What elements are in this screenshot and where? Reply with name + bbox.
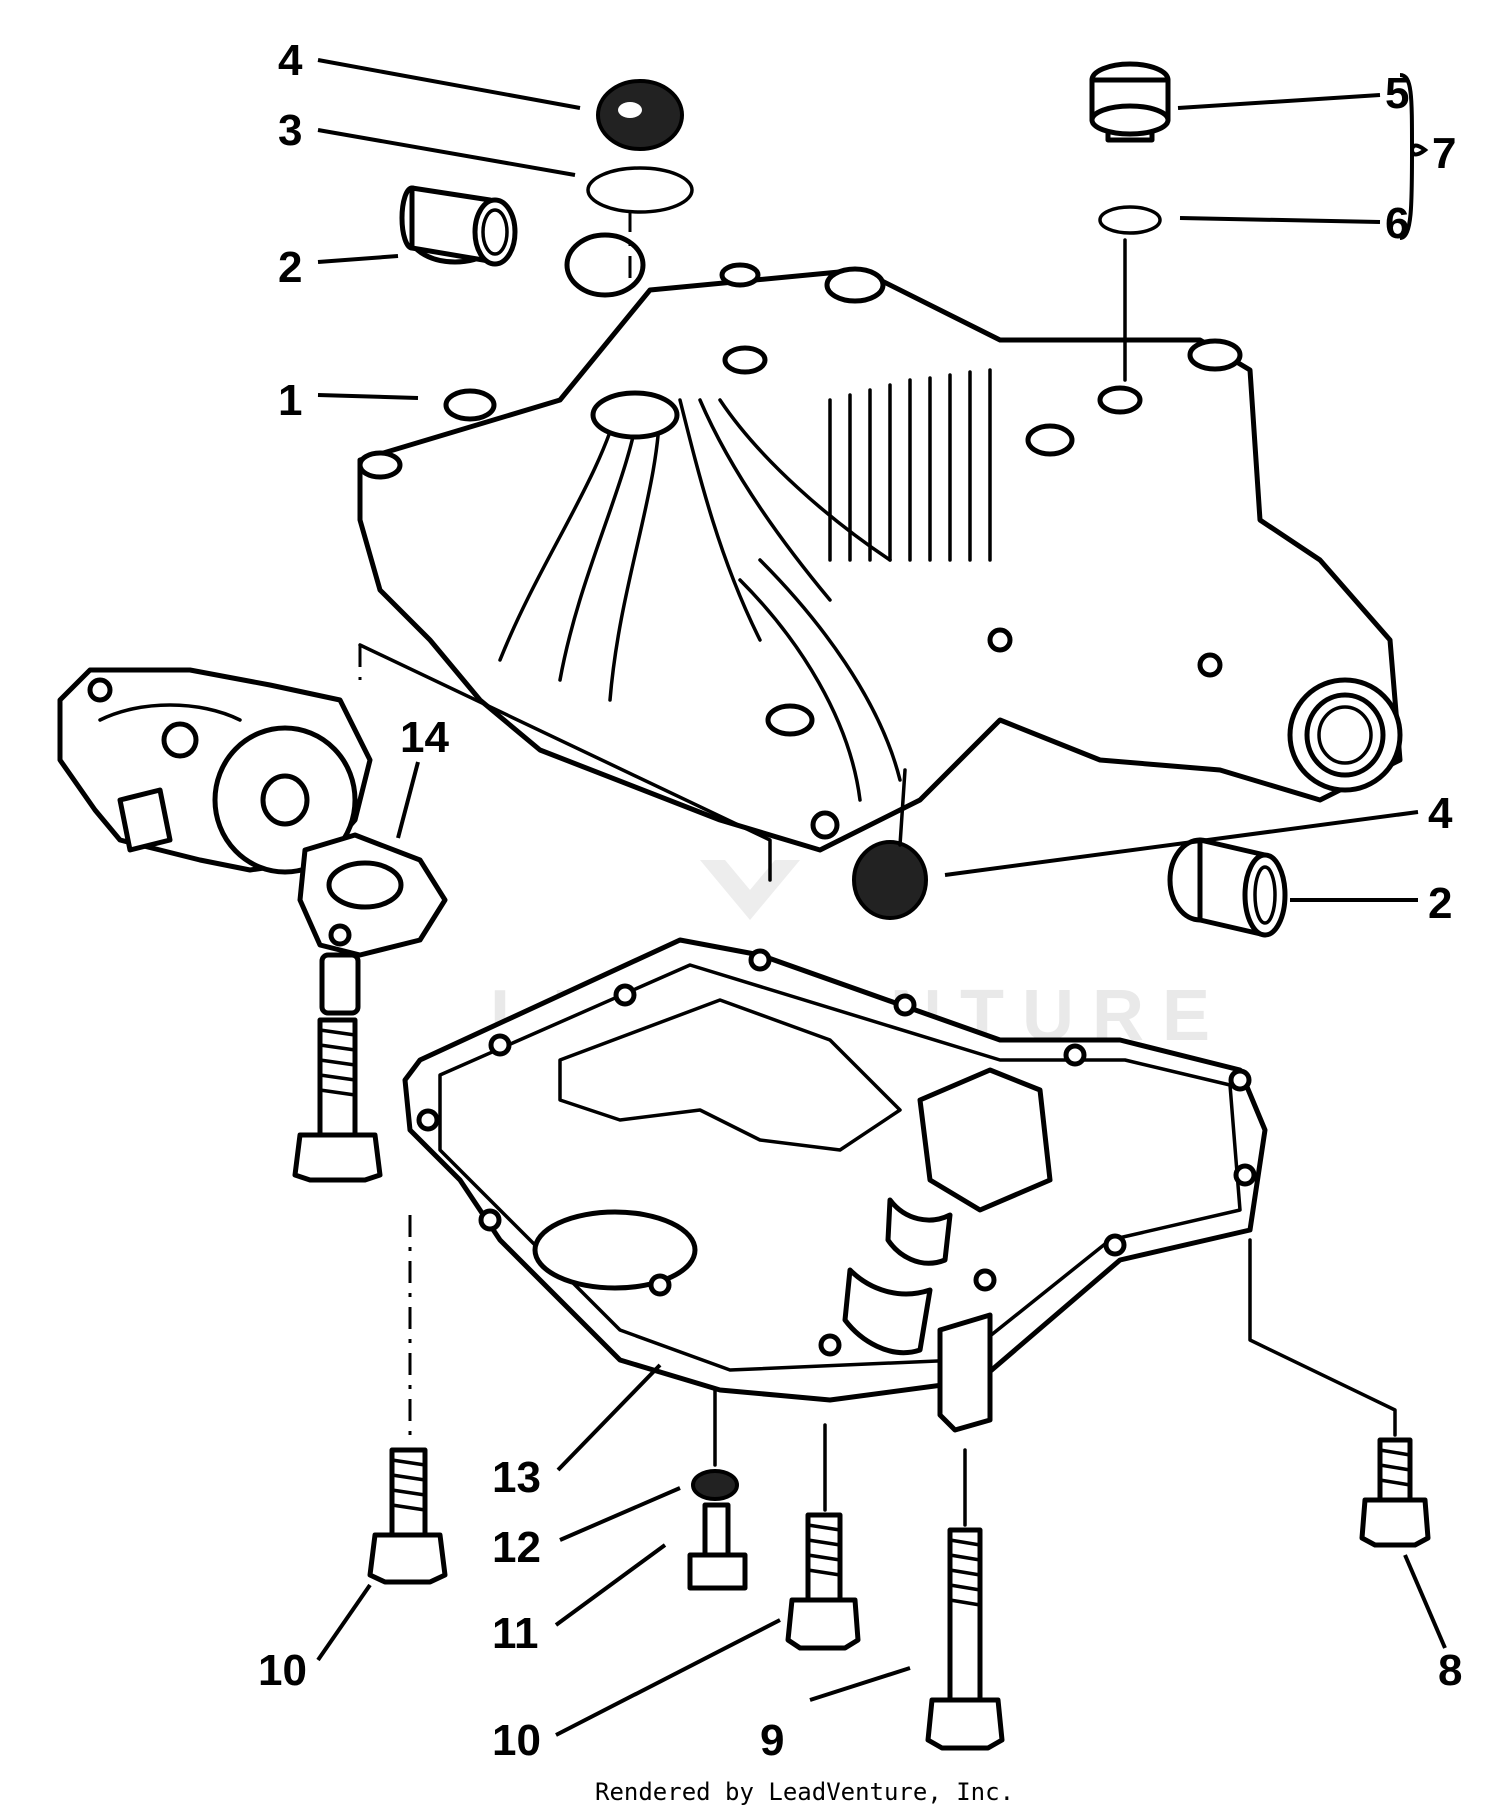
callout-2-top: 2 [278, 243, 302, 292]
bushing-top [399, 185, 518, 267]
lower-housing [402, 937, 1268, 1433]
watermark-logo [700, 860, 800, 920]
callout-14: 14 [400, 713, 449, 762]
washer-12 [691, 1388, 739, 1501]
callout-10-bottom: 10 [492, 1716, 541, 1765]
drain-plug [1089, 61, 1171, 143]
pump-assembly [57, 667, 448, 1183]
callout-6: 6 [1385, 199, 1409, 248]
credit-text: Rendered by LeadVenture, Inc. [595, 1778, 1014, 1806]
bolt-10-mid [785, 1423, 861, 1651]
callout-4-top: 4 [278, 36, 303, 85]
upper-housing [357, 232, 1403, 853]
bolt-8 [1248, 1238, 1431, 1548]
callout-2-right: 2 [1428, 879, 1452, 928]
callout-13: 13 [492, 1453, 541, 1502]
callout-3: 3 [278, 106, 302, 155]
bolt-10-left [367, 1215, 448, 1585]
filter-cap-mid [852, 768, 928, 920]
callout-7: 7 [1432, 129, 1456, 178]
callout-8: 8 [1438, 1646, 1462, 1695]
callout-4-mid: 4 [1428, 789, 1453, 838]
callout-11: 11 [492, 1609, 539, 1658]
callout-9: 9 [760, 1716, 784, 1765]
bushing-right [1167, 837, 1288, 938]
screw-11 [687, 1502, 748, 1591]
bolt-9 [925, 1448, 1005, 1751]
callout-1: 1 [278, 376, 302, 425]
callout-10-left: 10 [258, 1646, 307, 1695]
callout-12: 12 [492, 1523, 541, 1572]
callout-5: 5 [1385, 69, 1409, 118]
retaining-ring [586, 166, 694, 280]
filter-cap-top [596, 79, 684, 151]
o-ring [1098, 205, 1162, 382]
